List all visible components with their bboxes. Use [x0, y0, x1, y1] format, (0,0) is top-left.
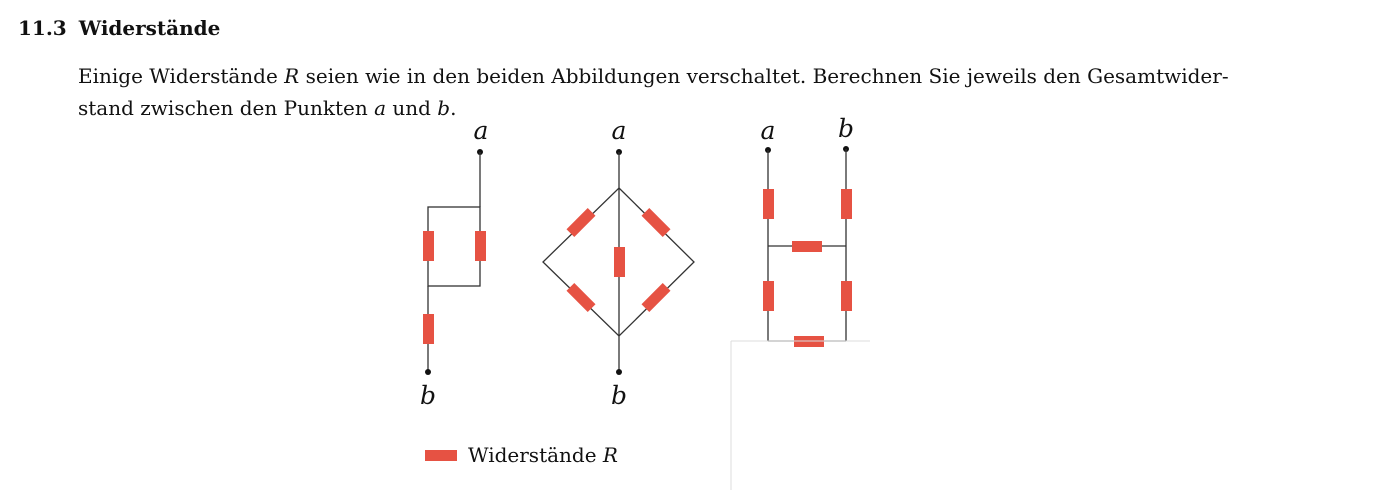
resistor — [423, 314, 434, 344]
legend-label: Widerstände R — [468, 443, 618, 467]
resistor — [475, 231, 486, 261]
legend-var: R — [602, 443, 618, 467]
resistor — [641, 208, 671, 237]
resistor — [841, 189, 852, 219]
legend-text: Widerstände — [468, 443, 603, 467]
circuit-1-parallel-loop — [427, 206, 481, 287]
section-heading: 11.3 Widerstände — [18, 16, 220, 40]
var-r: R — [284, 64, 300, 88]
circuit-1: a b — [420, 116, 488, 410]
circuit-3-label-b: b — [838, 114, 854, 143]
circuit-3: a b — [761, 114, 854, 347]
circuit-2-label-b: b — [611, 381, 627, 410]
exercise-text: Einige Widerstände R seien wie in den be… — [78, 60, 1318, 124]
resistor — [566, 283, 596, 312]
section-number: 11.3 — [18, 16, 67, 40]
text-part-5: . — [450, 96, 457, 120]
text-part-1: Einige Widerstände — [78, 64, 285, 88]
section-title: Widerstände — [78, 16, 221, 40]
var-b: b — [437, 96, 451, 120]
resistor — [566, 208, 596, 237]
circuit-1-label-a: a — [474, 116, 489, 145]
resistor — [763, 189, 774, 219]
legend: Widerstände R — [425, 443, 618, 467]
resistor — [423, 231, 434, 261]
resistor — [614, 247, 625, 277]
var-a: a — [374, 96, 387, 120]
resistor — [641, 283, 671, 312]
text-part-3: stand zwischen den Punkten — [78, 96, 375, 120]
circuit-2-label-a: a — [612, 116, 627, 145]
circuit-1-label-b: b — [420, 381, 436, 410]
text-part-2: seien wie in den beiden Abbildungen vers… — [299, 64, 1229, 88]
circuit-2: a b — [542, 116, 695, 410]
circuit-1-terminal-b — [425, 369, 431, 375]
resistor — [792, 241, 822, 252]
circuit-2-terminal-b — [616, 369, 622, 375]
resistor — [841, 281, 852, 311]
circuit-3-label-a: a — [761, 116, 776, 145]
resistor — [763, 281, 774, 311]
legend-resistor-swatch — [425, 450, 457, 461]
text-part-4: und — [386, 96, 438, 120]
